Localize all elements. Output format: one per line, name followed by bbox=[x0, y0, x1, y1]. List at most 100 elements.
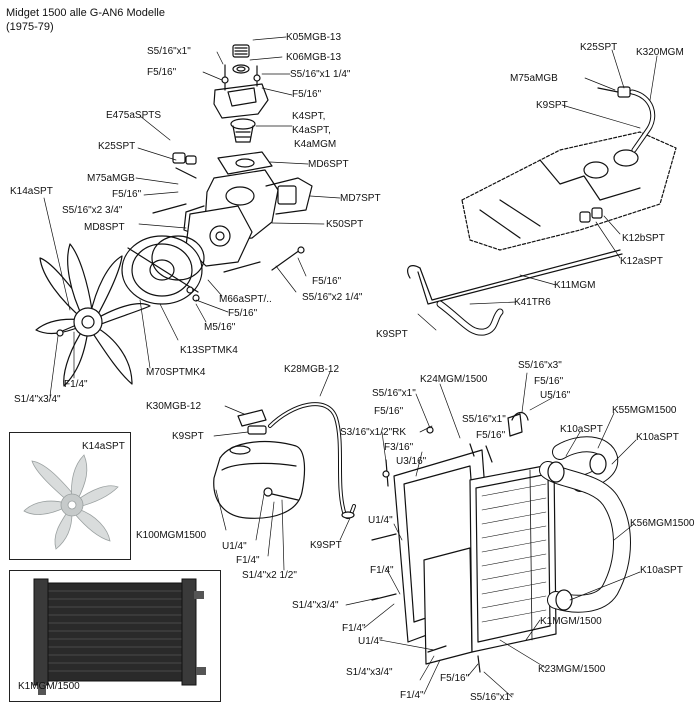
label-k9-hose: K9SPT bbox=[310, 540, 342, 551]
label-k25-right: K25SPT bbox=[580, 42, 618, 53]
label-k13: K13SPTMK4 bbox=[180, 345, 238, 356]
label-m66: M66aSPT/.. bbox=[219, 294, 272, 305]
label-k100: K100MGM1500 bbox=[136, 530, 207, 541]
label-k28: K28MGB-12 bbox=[284, 364, 340, 375]
label-f14-tank: F1/4" bbox=[236, 555, 260, 566]
label-k9-tank: K9SPT bbox=[172, 431, 204, 442]
label-f316: F3/16" bbox=[384, 442, 414, 453]
title-line-1: Midget 1500 alle G-AN6 Modelle bbox=[6, 7, 165, 19]
label-k320: K320MGM bbox=[636, 47, 684, 58]
label-f516-rad3: F5/16" bbox=[476, 430, 506, 441]
top-hose-k55 bbox=[552, 436, 619, 492]
label-f14-fan: F1/4" bbox=[64, 379, 88, 390]
label-m516: M5/16" bbox=[204, 322, 236, 333]
label-k10-b: K10aSPT bbox=[636, 432, 679, 443]
radiator-cowl-k23 bbox=[423, 547, 473, 665]
label-k05: K05MGB-13 bbox=[286, 32, 342, 43]
label-s516x1-rad2: S5/16"x1" bbox=[462, 414, 506, 425]
label-k25-left: K25SPT bbox=[98, 141, 136, 152]
inset-fan: K14aSPT bbox=[9, 432, 131, 560]
label-f14-rad: F1/4" bbox=[370, 565, 394, 576]
label-s516x3: S5/16"x3" bbox=[518, 360, 562, 371]
label-f516-rad1: F5/16" bbox=[534, 376, 564, 387]
housing-gasket-md6 bbox=[217, 151, 273, 175]
label-md7: MD7SPT bbox=[340, 193, 381, 204]
label-f516-right: F5/16" bbox=[292, 89, 322, 100]
label-md6: MD6SPT bbox=[308, 159, 349, 170]
label-s14x2-12: S1/4"x2 1/2" bbox=[242, 570, 297, 581]
label-s516x1-top: S5/16"x1" bbox=[147, 46, 191, 57]
label-m70: M70SPTMK4 bbox=[146, 367, 206, 378]
label-u14-rad: U1/4" bbox=[368, 515, 393, 526]
label-k4amgm: K4aMGM bbox=[294, 139, 337, 150]
label-m75-right: M75aMGB bbox=[510, 73, 558, 84]
tank-cap bbox=[237, 409, 267, 435]
label-s14x34-fan: S1/4"x3/4" bbox=[14, 394, 61, 405]
bottom-hose-k56 bbox=[539, 461, 631, 613]
label-f516-m66: F5/16" bbox=[228, 308, 258, 319]
label-s316: S3/16"x1/2"RK bbox=[340, 427, 407, 438]
label-k06: K06MGB-13 bbox=[286, 52, 342, 63]
label-k50: K50SPT bbox=[326, 219, 364, 230]
radiator-photo bbox=[33, 578, 206, 695]
label-f14-rad2: F1/4" bbox=[342, 623, 366, 634]
bypass-pipe-k11 bbox=[407, 207, 623, 305]
label-f516-top: F5/16" bbox=[147, 67, 177, 78]
label-k10-c: K10aSPT bbox=[640, 565, 683, 576]
label-k9-right: K9SPT bbox=[376, 329, 408, 340]
label-k30: K30MGB-12 bbox=[146, 401, 202, 412]
label-k41: K41TR6 bbox=[514, 297, 551, 308]
inset-radiator-label: K1MGM/1500 bbox=[18, 681, 80, 692]
label-k11: K11MGM bbox=[554, 280, 596, 291]
diagram-title: Midget 1500 alle G-AN6 Modelle (1975-79) bbox=[6, 6, 165, 34]
label-f516-bottom: F5/16" bbox=[440, 673, 470, 684]
inset-fan-label: K14aSPT bbox=[82, 441, 125, 452]
label-k24: K24MGM/1500 bbox=[420, 374, 488, 385]
label-k55: K55MGM1500 bbox=[612, 405, 677, 416]
cooling-fan bbox=[35, 243, 151, 387]
label-k10-a: K10aSPT bbox=[560, 424, 603, 435]
label-md8: MD8SPT bbox=[84, 222, 125, 233]
label-s516x1-bottom: S5/16"x1" bbox=[470, 692, 514, 703]
thermostat-housing bbox=[213, 64, 269, 119]
label-f516-rad2: F5/16" bbox=[374, 406, 404, 417]
expansion-tank bbox=[213, 440, 306, 519]
label-u14-tank: U1/4" bbox=[222, 541, 247, 552]
label-s516x1-14: S5/16"x1 1/4" bbox=[290, 69, 351, 80]
label-k12b: K12bSPT bbox=[622, 233, 665, 244]
label-f516-lower: F5/16" bbox=[312, 276, 342, 287]
label-k4a: K4aSPT, bbox=[292, 125, 331, 136]
label-k1: K1MGM/1500 bbox=[540, 616, 602, 627]
label-s14x34-rad: S1/4"x3/4" bbox=[292, 600, 339, 611]
label-k14-main: K14aSPT bbox=[10, 186, 53, 197]
radiator-bolts bbox=[371, 426, 493, 673]
title-line-2: (1975-79) bbox=[6, 21, 54, 33]
inset-radiator: K1MGM/1500 bbox=[9, 570, 221, 702]
hose-k41 bbox=[436, 300, 504, 336]
fan-photo bbox=[23, 454, 119, 550]
thermostat bbox=[230, 118, 256, 143]
heater-hose-k320 bbox=[597, 86, 656, 153]
label-k23: K23MGM/1500 bbox=[538, 664, 606, 675]
label-s14x34-rad2: S1/4"x3/4" bbox=[346, 667, 393, 678]
label-e475: E475aSPTS bbox=[106, 110, 162, 121]
label-k4: K4SPT, bbox=[292, 111, 326, 122]
label-u316: U3/16" bbox=[396, 456, 427, 467]
hose-fitting bbox=[172, 152, 197, 179]
label-k9-top: K9SPT bbox=[536, 100, 568, 111]
label-s516x2-14: S5/16"x2 1/4" bbox=[302, 292, 363, 303]
radiator-bracket-u-clip bbox=[507, 411, 529, 437]
hose-clips bbox=[547, 453, 607, 611]
pump-pulley bbox=[121, 235, 205, 305]
pump-bolts bbox=[152, 203, 305, 302]
label-f14-rad3: F1/4" bbox=[400, 690, 424, 701]
label-k12a: K12aSPT bbox=[620, 256, 663, 267]
label-k56: K56MGM1500 bbox=[630, 518, 695, 529]
cylinder-head bbox=[461, 131, 677, 251]
radiator-core bbox=[469, 463, 557, 653]
overflow-hose-k28 bbox=[268, 402, 356, 519]
label-s516x2-34: S5/16"x2 3/4" bbox=[62, 205, 123, 216]
label-s516x1-rad: S5/16"x1" bbox=[372, 388, 416, 399]
label-u14-rad2: U1/4" bbox=[358, 636, 383, 647]
